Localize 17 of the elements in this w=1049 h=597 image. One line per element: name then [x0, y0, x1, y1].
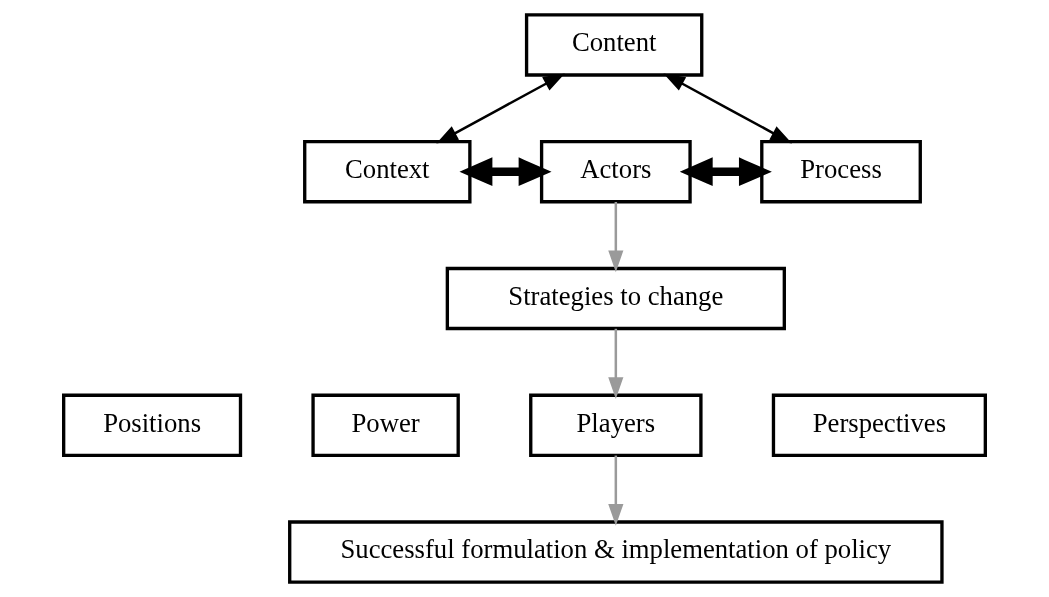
node-box: Process — [760, 140, 922, 204]
node-box: Perspectives — [771, 393, 987, 457]
node-box: Players — [529, 393, 703, 457]
arrow — [436, 73, 565, 144]
node-box: Strategies to change — [445, 266, 786, 331]
node-box: Successful formulation & implementation of policy — [288, 520, 944, 584]
node-box: Actors — [539, 140, 692, 204]
node-box: Power — [311, 393, 460, 457]
node-box: Content — [524, 13, 704, 77]
arrow — [608, 202, 624, 273]
arrow — [663, 73, 793, 144]
arrow — [608, 455, 624, 526]
node-box: Positions — [62, 393, 243, 457]
node-box: Context — [303, 140, 472, 204]
arrow — [608, 328, 624, 399]
arrow — [459, 157, 552, 187]
arrow — [679, 157, 772, 187]
